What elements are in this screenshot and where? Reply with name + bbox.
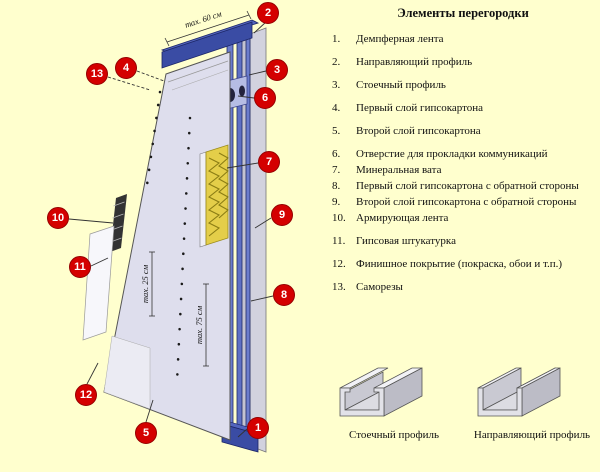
legend-num: 3. <box>332 79 341 91</box>
track-profile-label: Направляющий профиль <box>473 429 591 441</box>
legend-label: Стоечный профиль <box>356 79 446 91</box>
callout-9: 9 <box>271 204 293 226</box>
legend-num: 12. <box>332 258 346 270</box>
gypsum-plaster <box>82 225 115 341</box>
legend-item-1: 1. Демпферная лента <box>332 33 594 46</box>
legend-label: Минеральная вата <box>356 164 442 176</box>
legend-item-9: 9. Второй слой гипсокартона с обратной ст… <box>332 196 594 209</box>
finishing-coat <box>103 335 151 410</box>
stud-profile-label: Стоечный профиль <box>349 429 439 441</box>
legend: Элементы перегородки 1. Демпферная лента … <box>332 4 594 304</box>
legend-num: 4. <box>332 102 341 114</box>
legend-num: 13. <box>332 281 346 293</box>
legend-num: 5. <box>332 125 341 137</box>
legend-label: Первый слой гипсокартона с обратной стор… <box>356 180 579 192</box>
mineral-wool-cutaway <box>199 144 229 248</box>
track-profile-drawing <box>477 367 561 417</box>
dimension-mid <box>149 251 155 317</box>
layer-seam-2 <box>171 69 229 91</box>
callout-7: 7 <box>258 151 280 173</box>
callout-12: 12 <box>75 384 97 406</box>
callout-8: 8 <box>273 284 295 306</box>
legend-item-6: 6. Отверстие для прокладки коммуникаций <box>332 148 594 161</box>
callout-1: 1 <box>247 417 269 439</box>
legend-label: Финишное покрытие (покраска, обои и т.п.… <box>356 258 563 270</box>
legend-label: Гипсовая штукатурка <box>356 235 456 247</box>
legend-num: 11. <box>332 235 346 247</box>
legend-label: Саморезы <box>356 281 403 293</box>
legend-item-2: 2. Направляющий профиль <box>332 56 594 69</box>
callout-11: 11 <box>69 256 91 278</box>
legend-num: 7. <box>332 164 341 176</box>
legend-num: 6. <box>332 148 341 160</box>
front-gypsum-face <box>103 51 231 441</box>
screw-dots-middle <box>175 116 192 384</box>
dimension-top-label: max. 60 см <box>183 8 223 30</box>
legend-list: 1. Демпферная лента 2. Направляющий профил… <box>332 33 594 294</box>
legend-num: 1. <box>332 33 341 45</box>
legend-label: Демпферная лента <box>356 33 444 45</box>
legend-item-11: 11. Гипсовая штукатурка <box>332 235 594 248</box>
callout-13: 13 <box>86 63 108 85</box>
dimension-low-label: max. 75 см <box>194 305 204 344</box>
legend-item-12: 12. Финишное покрытие (покраска, обои и т… <box>332 258 594 271</box>
dimension-top <box>164 10 252 47</box>
page-title: Элементы перегородки <box>397 6 529 20</box>
legend-num: 9. <box>332 196 341 208</box>
legend-label: Армирующая лента <box>356 212 449 224</box>
callout-5: 5 <box>135 422 157 444</box>
stud-profile-figure: Стоечный профиль <box>330 350 458 441</box>
dimension-low <box>203 283 209 367</box>
leader-lines <box>68 21 274 438</box>
screw-dots-edge <box>145 90 162 187</box>
legend-item-5: 5. Второй слой гипсокартона <box>332 125 594 138</box>
legend-label: Первый слой гипсокартона <box>356 102 484 114</box>
partition-diagram: max. 60 см max. 25 см max. 75 см <box>68 8 274 453</box>
legend-num: 10. <box>332 212 346 224</box>
callout-3: 3 <box>266 59 288 81</box>
legend-item-8: 8. Первый слой гипсокартона с обратной ст… <box>332 180 594 193</box>
legend-label: Второй слой гипсокартона с обратной стор… <box>356 196 577 208</box>
track-profile-figure: Направляющий профиль <box>468 350 596 441</box>
legend-item-7: 7. Минеральная вата <box>332 164 594 177</box>
legend-label: Отверстие для прокладки коммуникаций <box>356 148 548 160</box>
legend-item-4: 4. Первый слой гипсокартона <box>332 102 594 115</box>
callout-6: 6 <box>254 87 276 109</box>
profile-figures: Стоечный профиль Направляющий профиль <box>330 350 596 441</box>
legend-num: 2. <box>332 56 341 68</box>
legend-item-13: 13. Саморезы <box>332 281 594 294</box>
legend-item-3: 3. Стоечный профиль <box>332 79 594 92</box>
legend-label: Направляющий профиль <box>356 56 473 68</box>
callout-10: 10 <box>47 207 69 229</box>
top-track <box>160 19 260 69</box>
legend-item-10: 10. Армирующая лента <box>332 212 594 225</box>
layer-seam <box>167 60 229 83</box>
legend-label: Второй слой гипсокартона <box>356 125 481 137</box>
legend-num: 8. <box>332 180 341 192</box>
dimension-mid-label: max. 25 см <box>140 264 150 303</box>
stud-profile-drawing <box>339 367 423 417</box>
callout-2: 2 <box>257 2 279 24</box>
callout-4: 4 <box>115 57 137 79</box>
